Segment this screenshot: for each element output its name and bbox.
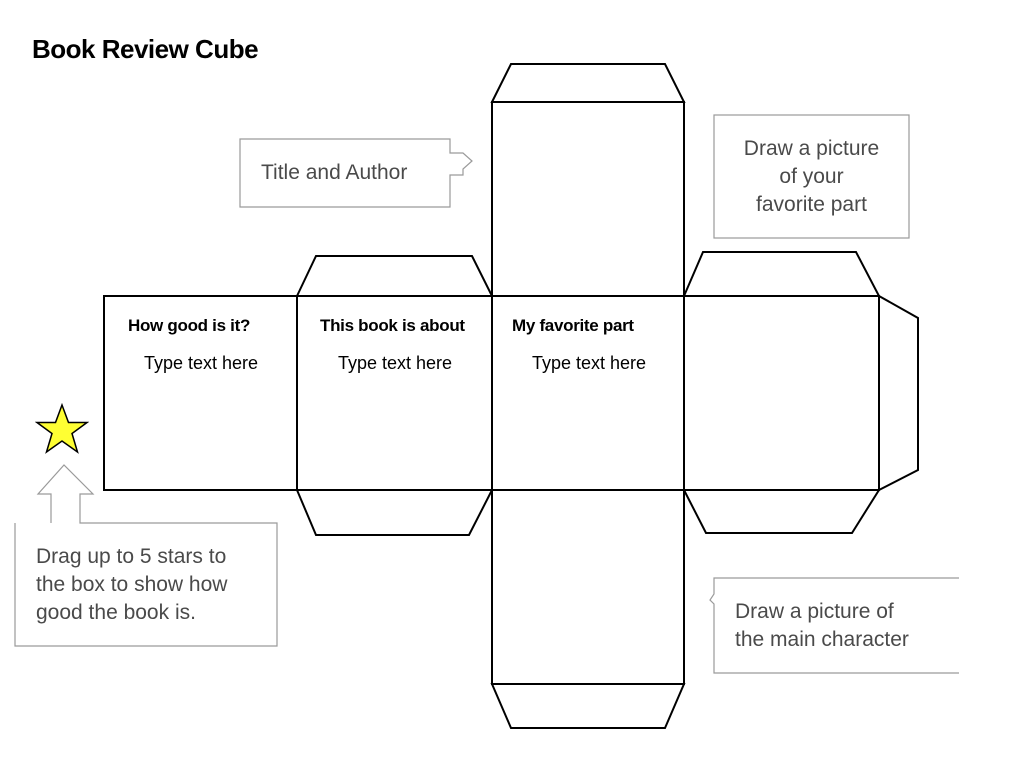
face-heading-book-about: This book is about: [320, 316, 465, 335]
tab-right: [878, 294, 919, 492]
face-bottom: [491, 489, 685, 685]
main-character-callout-line: Draw a picture of: [735, 600, 894, 623]
page-title: Book Review Cube: [32, 34, 259, 64]
stars-callout-line: good the book is.: [36, 601, 196, 624]
stars-callout-line: Drag up to 5 stars to: [36, 545, 227, 568]
face-text-input-favorite-part[interactable]: Type text here: [532, 353, 647, 373]
favorite-part-callout-line: Draw a picture: [743, 137, 880, 160]
tab-bottom: [490, 683, 686, 729]
tab-top: [490, 63, 686, 103]
tab-face2-bottom: [295, 489, 494, 536]
face-right: [683, 295, 880, 491]
favorite-part-callout-text: Draw a picture of your favorite part: [716, 135, 907, 219]
stars-callout-text: Drag up to 5 stars to the box to show ho…: [36, 543, 227, 627]
main-character-callout-frame: [709, 577, 959, 674]
face-heading-how-good: How good is it?: [128, 316, 251, 335]
main-character-callout-text: Draw a picture of the main character: [735, 598, 909, 654]
face-text-input-book-about[interactable]: Type text here: [338, 353, 453, 373]
favorite-part-callout-line: of your: [779, 165, 844, 188]
face-favorite-part: [491, 295, 685, 491]
face-how-good: [103, 295, 298, 491]
favorite-part-callout-frame: [713, 114, 910, 239]
tab-face4-bottom: [682, 489, 881, 534]
face-text-input-how-good[interactable]: Type text here: [144, 353, 259, 373]
favorite-part-callout-line: favorite part: [756, 193, 867, 216]
title-author-label: Title and Author: [261, 161, 408, 184]
tab-face2-top: [295, 255, 494, 297]
stars-callout-frame: [14, 464, 278, 647]
stars-callout-line: the box to show how: [36, 573, 228, 596]
face-book-about: [296, 295, 493, 491]
face-heading-favorite-part: My favorite part: [512, 316, 634, 335]
star-icon[interactable]: [35, 403, 89, 457]
main-character-callout-line: the main character: [735, 628, 909, 651]
face-top: [491, 101, 685, 297]
title-author-callout-frame: [239, 138, 473, 208]
tab-face4-top: [682, 251, 881, 297]
